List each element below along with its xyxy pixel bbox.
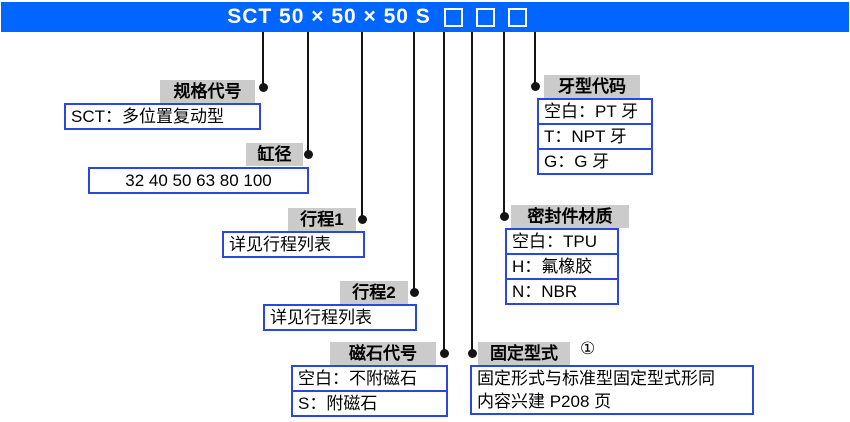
- seal-option-n: N：NBR: [507, 278, 617, 303]
- box-mounting-type: 固定形式与标准型固定型式形同 内容兴建 P208 页: [470, 365, 754, 415]
- label-bore: 缸径: [246, 143, 303, 166]
- label-stroke1: 行程1: [288, 208, 356, 231]
- leader-line-seal: [503, 32, 505, 216]
- label-seal-material: 密封件材质: [511, 205, 629, 228]
- box-stroke1: 详见行程列表: [222, 231, 365, 258]
- connector-dot-stroke1: [358, 215, 367, 224]
- placeholder-box-3: [507, 7, 527, 27]
- placeholder-box-1: [443, 7, 463, 27]
- mounting-note-mark: ①: [580, 339, 596, 358]
- leader-line-mounting: [471, 32, 473, 353]
- placeholder-box-2: [475, 7, 495, 27]
- label-magnet-code: 磁石代号: [330, 342, 436, 365]
- connector-dot-bore: [304, 150, 313, 159]
- box-seal-material: 空白：TPU H：氟橡胶 N：NBR: [505, 228, 619, 305]
- box-bore: 32 40 50 63 80 100: [88, 167, 309, 194]
- seal-option-h: H：氟橡胶: [507, 253, 617, 278]
- connector-dot-magnet: [440, 349, 449, 358]
- model-code-bar: SCT 50 × 50 × 50 S: [1, 2, 849, 32]
- label-spec-code: 规格代号: [160, 80, 255, 103]
- magnet-option-blank: 空白：不附磁石: [298, 369, 417, 388]
- label-thread-type: 牙型代码: [544, 75, 640, 98]
- connector-dot-seal: [500, 212, 509, 221]
- magnet-option-s: S：附磁石: [293, 390, 446, 415]
- leader-line-stroke2: [413, 32, 415, 292]
- mounting-desc-line2: 内容兴建 P208 页: [477, 392, 612, 411]
- leader-line-spec: [262, 32, 264, 87]
- box-thread-type: 空白：PT 牙 T：NPT 牙 G：G 牙: [537, 98, 653, 175]
- box-magnet-code: 空白：不附磁石 S：附磁石: [291, 365, 448, 417]
- box-stroke2: 详见行程列表: [263, 304, 417, 331]
- model-code-text: SCT 50 × 50 × 50 S: [227, 5, 431, 28]
- box-spec-code: SCT：多位置复动型: [64, 103, 261, 130]
- stroke1-value: 详见行程列表: [229, 235, 331, 254]
- seal-option-blank: 空白：TPU: [512, 232, 597, 251]
- stroke2-value: 详见行程列表: [270, 308, 372, 327]
- spec-code-value: SCT：多位置复动型: [71, 107, 224, 126]
- connector-dot-thread: [531, 82, 540, 91]
- label-mounting-type: 固定型式: [478, 342, 570, 365]
- connector-dot-stroke2: [410, 288, 419, 297]
- connector-dot-spec: [259, 83, 268, 92]
- connector-dot-mounting: [468, 349, 477, 358]
- thread-option-blank: 空白：PT 牙: [544, 102, 639, 121]
- thread-option-t: T：NPT 牙: [539, 123, 651, 148]
- leader-line-stroke1: [361, 32, 363, 219]
- leader-line-thread: [534, 32, 536, 86]
- bore-values: 32 40 50 63 80 100: [125, 171, 272, 190]
- leader-line-magnet: [443, 32, 445, 353]
- thread-option-g: G：G 牙: [539, 148, 651, 173]
- leader-line-bore: [307, 32, 309, 154]
- mounting-desc-line1: 固定形式与标准型固定型式形同: [477, 369, 715, 388]
- label-stroke2: 行程2: [340, 281, 408, 304]
